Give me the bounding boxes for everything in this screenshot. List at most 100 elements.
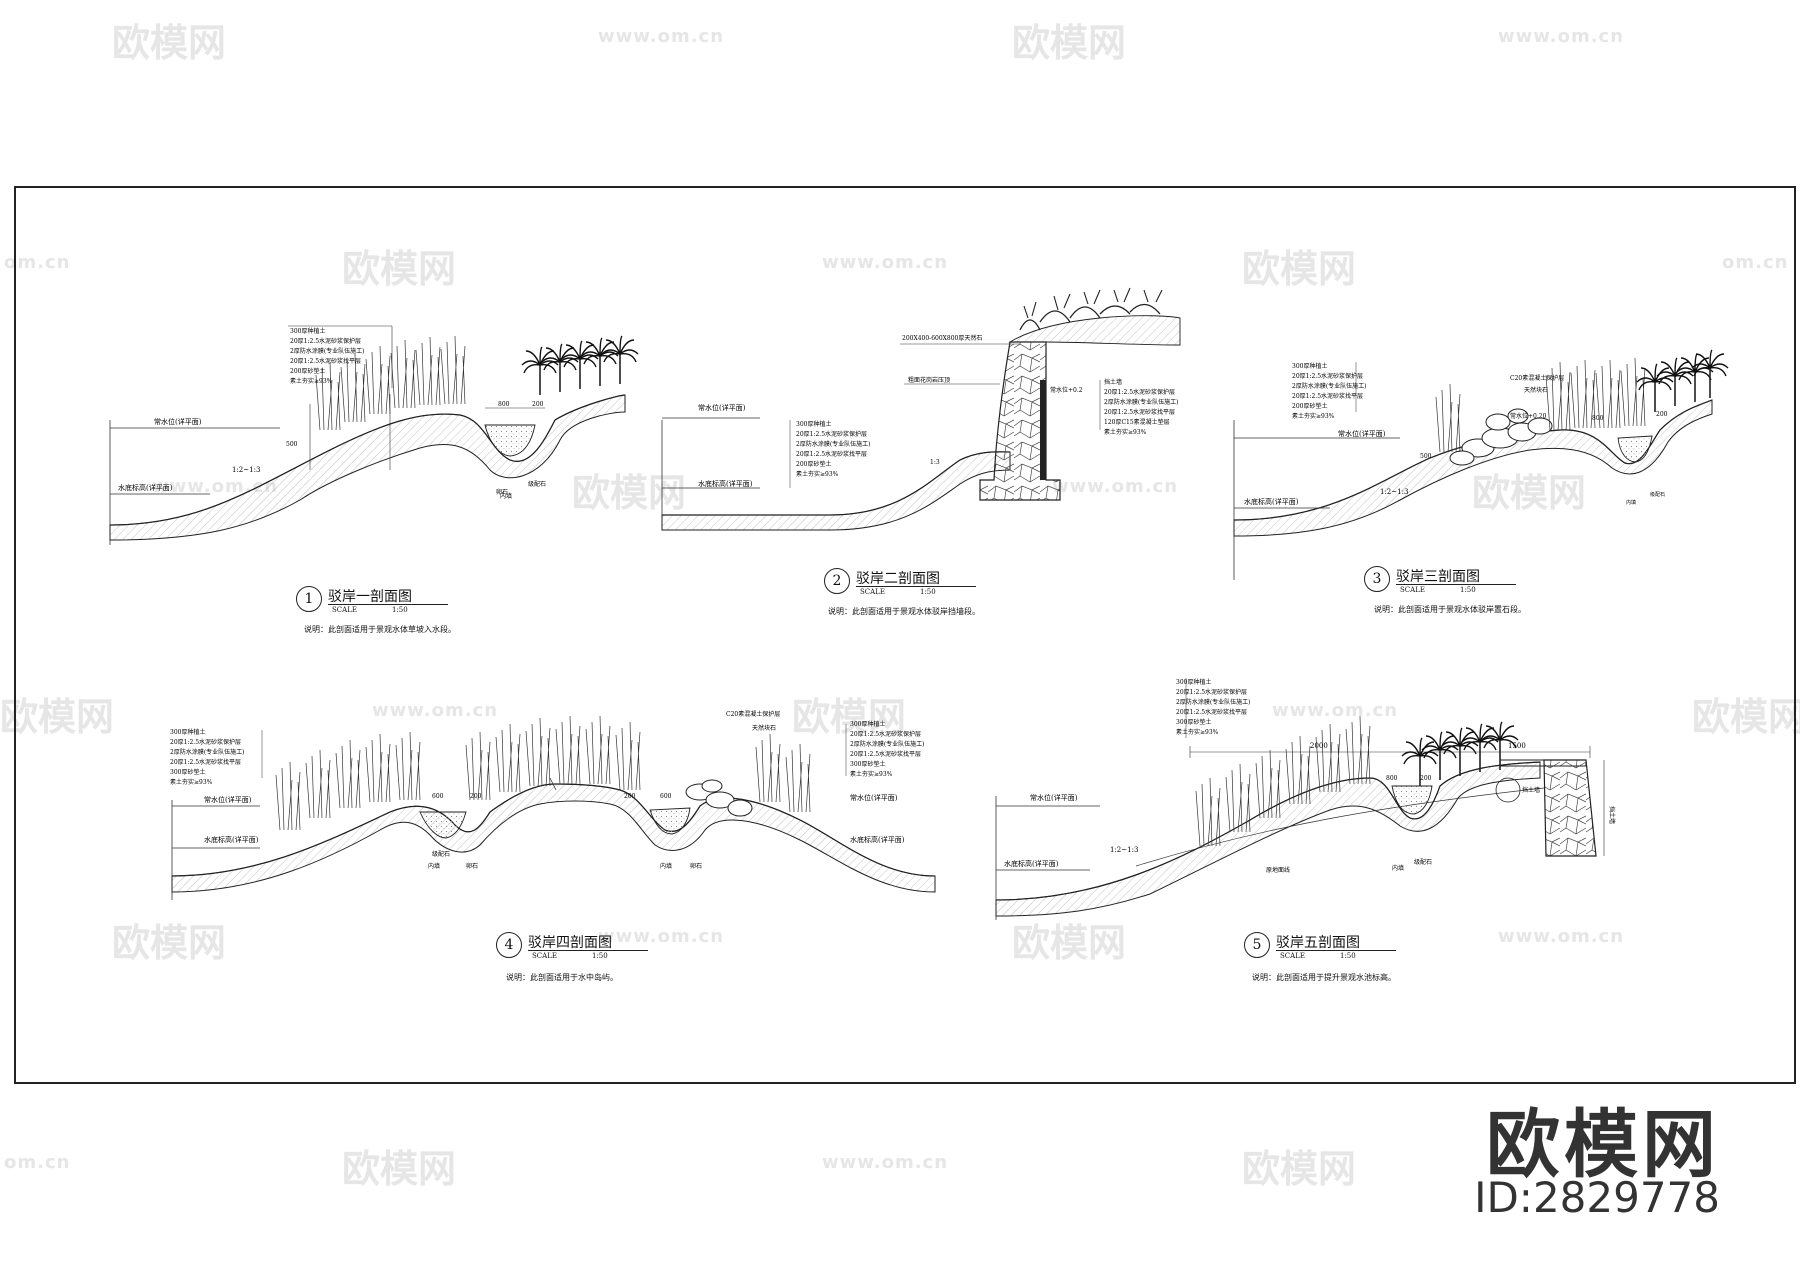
- scale-ratio: 1:50: [592, 952, 608, 960]
- watermark-logo: 欧模网: [1012, 21, 1127, 65]
- label-text: 水底标高(详平面): [698, 479, 753, 488]
- label-text: 常水位(详平面): [204, 795, 252, 804]
- scale-label: SCALE: [1400, 586, 1425, 594]
- scale-ratio: 1:50: [1340, 952, 1356, 960]
- label-text: 1:2~1:3: [1380, 488, 1408, 496]
- section-5-drawing: 300厚种植土 20厚1:2.5水泥砂浆保护层 2厚防水涂膜(专业队伍施工) 2…: [995, 678, 1616, 920]
- section-title: 驳岸二剖面图: [856, 571, 940, 587]
- annotation-text: 300厚砂垫土: [170, 768, 205, 776]
- watermark-url: www.om.cn: [1498, 26, 1625, 47]
- label-text: 水底标高(详平面): [118, 483, 173, 492]
- label-text: 内填: [428, 862, 440, 870]
- watermark-url: www.om.cn: [822, 1152, 949, 1173]
- label-text: 卵石: [690, 862, 702, 870]
- dimension-label: 200: [1420, 775, 1432, 782]
- title-underline: [1396, 584, 1516, 585]
- label-text: 级配石: [1414, 858, 1432, 866]
- title-underline: [328, 604, 448, 605]
- annotation-text: 2厚防水涂膜(专业队伍施工): [1176, 698, 1251, 706]
- annotation-text: 20厚1:2.5水泥砂浆保护层: [1176, 688, 1247, 696]
- annotation-text: 300厚种植土: [170, 728, 205, 736]
- label-text: 级配石: [432, 850, 450, 858]
- watermark-url: www.om.cn: [372, 700, 499, 721]
- watermark-url: www.om.cn: [822, 252, 949, 273]
- watermark-url: www.om.cn: [1498, 926, 1625, 947]
- drawing-frame: [14, 186, 1796, 1084]
- annotation-text: 2厚防水涂膜(专业队伍施工): [290, 347, 365, 355]
- watermark-url: www.om.cn: [598, 26, 725, 47]
- title-underline: [528, 950, 648, 951]
- annotation-text: 300厚砂垫土: [850, 760, 885, 768]
- section-title: 驳岸五剖面图: [1276, 935, 1360, 951]
- scale-label: SCALE: [1280, 952, 1305, 960]
- annotation-text: 素土夯实≥93%: [1176, 728, 1219, 736]
- annotation-text: 300厚种植土: [1176, 678, 1211, 686]
- label-text: 内填: [1392, 864, 1404, 872]
- watermark-url: www.om.cn: [598, 926, 725, 947]
- dimension-label: 1500: [1508, 742, 1526, 750]
- section-note: 说明：此剖面适用于水中岛屿。: [506, 973, 618, 982]
- watermark-logo: 欧模网: [0, 695, 115, 739]
- annotation-text: 素土夯实≥93%: [1104, 428, 1147, 436]
- annotation-text: 300厚砂垫土: [1176, 718, 1211, 726]
- label-text: 常水位(详平面): [1030, 793, 1078, 802]
- watermark-logo: 欧模网: [342, 247, 457, 291]
- watermark-url: om.cn: [4, 1152, 71, 1173]
- label-text: 水底标高(详平面): [1004, 859, 1059, 868]
- annotation-text: 挡土墙: [1104, 378, 1122, 386]
- label-text: 常水位(详平面): [154, 417, 202, 426]
- annotation-text: 2厚防水涂膜(专业队伍施工): [850, 740, 925, 748]
- title-underline: [856, 586, 976, 587]
- annotation-text: 20厚1:2.5水泥砂浆保护层: [1292, 372, 1363, 380]
- dimension-label: 600: [432, 793, 444, 800]
- label-text: 内填: [660, 862, 672, 870]
- annotation-text: 素土夯实≥93%: [290, 377, 333, 385]
- dimension-label: 200: [1656, 411, 1668, 418]
- label-text: 常水位+0.20: [1510, 412, 1547, 420]
- annotation-text: 20厚1:2.5水泥砂浆保护层: [796, 430, 867, 438]
- watermark-logo: 欧模网: [792, 695, 907, 739]
- dimension-label: 800: [498, 401, 510, 408]
- annotation-text: 20厚1:2.5水泥砂浆保护层: [1104, 388, 1175, 396]
- dimension-label: 500: [286, 441, 298, 448]
- dimension-label: 200: [624, 793, 636, 800]
- scale-label: SCALE: [860, 588, 885, 596]
- annotation-text: 20厚1:2.5水泥砂浆找平层: [170, 758, 241, 766]
- annotation-text: 素土夯实≥93%: [850, 770, 893, 778]
- annotation-text: 300厚种植土: [1292, 362, 1327, 370]
- section-number: 2: [824, 568, 850, 594]
- annotation-text: 20厚1:2.5水泥砂浆找平层: [290, 357, 361, 365]
- label-text: 天然块石: [752, 724, 776, 732]
- label-text: 水底标高(详平面): [850, 835, 905, 844]
- watermark-url: www.om.cn: [1272, 700, 1399, 721]
- label-text: 常水位(详平面): [850, 793, 898, 802]
- annotation-text: 20厚1:2.5水泥砂浆保护层: [170, 738, 241, 746]
- section-note: 说明：此剖面适用于景观水体草坡入水段。: [304, 625, 456, 634]
- annotation-text: 2厚防水涂膜(专业队伍施工): [796, 440, 871, 448]
- label-text: 1:3: [930, 459, 940, 466]
- dimension-label: 800: [1592, 415, 1604, 422]
- label-text: C20素混凝土保护层: [726, 710, 780, 718]
- annotation-text: 20厚1:2.5水泥砂浆保护层: [290, 337, 361, 345]
- annotation-text: 300厚种植土: [850, 720, 885, 728]
- watermark-url: om.cn: [1722, 252, 1789, 273]
- watermark-logo: 欧模网: [1242, 1147, 1357, 1191]
- section-number: 3: [1364, 566, 1390, 592]
- section-note: 说明：此剖面适用于提升景观水池标高。: [1252, 973, 1396, 982]
- label-text: 级配石: [1650, 491, 1665, 498]
- dimension-label: 200: [532, 401, 544, 408]
- label-text: 内填: [500, 492, 512, 500]
- watermark-logo: 欧模网: [1012, 921, 1127, 965]
- watermark-logo: 欧模网: [1242, 247, 1357, 291]
- section-number: 1: [296, 586, 322, 612]
- label-text: 卵石: [496, 488, 508, 496]
- section-number: 4: [496, 932, 522, 958]
- label-text: 水底标高(详平面): [1244, 497, 1299, 506]
- brand-id: ID:2829778: [1474, 1173, 1720, 1222]
- label-text: 天然块石: [1524, 386, 1548, 394]
- annotation-text: 素土夯实≥93%: [1292, 412, 1335, 420]
- section-title: 驳岸三剖面图: [1396, 569, 1480, 585]
- label-text: 粗面花岗岩压顶: [908, 376, 950, 384]
- annotation-text: 120厚C15素混凝土垫层: [1104, 418, 1170, 426]
- dimension-label: 200: [470, 793, 482, 800]
